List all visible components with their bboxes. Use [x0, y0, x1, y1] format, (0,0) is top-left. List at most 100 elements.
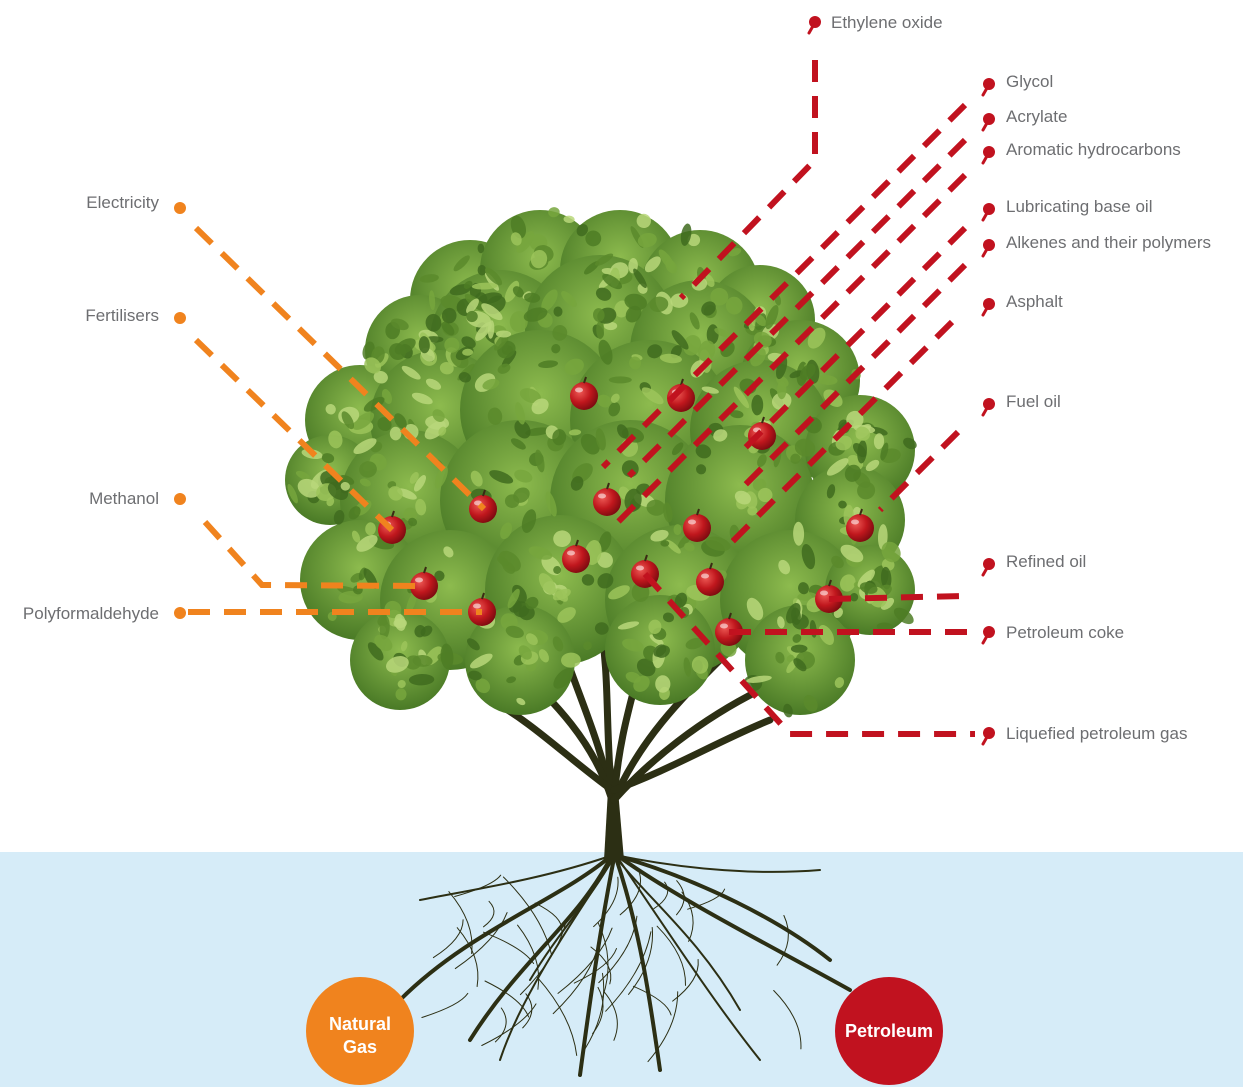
root-fiber — [776, 915, 789, 966]
leaf — [714, 328, 731, 338]
root-fiber — [519, 918, 568, 996]
leaf — [624, 488, 642, 512]
leaf — [406, 591, 417, 614]
oil-marker-tail — [807, 24, 815, 35]
leaf — [649, 296, 669, 313]
leaf — [524, 292, 541, 303]
leaf — [561, 652, 581, 668]
leaf — [673, 524, 682, 536]
leaf — [733, 386, 750, 409]
oil-marker-dot — [983, 239, 995, 251]
leaf — [505, 625, 524, 639]
leaf — [548, 207, 560, 218]
apple-highlight — [575, 387, 583, 393]
leaf — [434, 570, 445, 581]
leaf — [514, 420, 531, 439]
apple-stem — [583, 376, 587, 384]
apple-stem — [709, 562, 713, 570]
leaf — [425, 313, 442, 332]
leaf — [792, 634, 802, 643]
leaf — [859, 582, 878, 594]
leaf — [765, 305, 779, 330]
apple-body — [846, 514, 874, 542]
leaf — [880, 442, 889, 461]
leaf — [388, 486, 403, 501]
leaf — [655, 675, 671, 693]
leaf — [509, 311, 528, 333]
root-fiber — [593, 876, 619, 928]
leaf — [846, 410, 864, 429]
leaf — [602, 273, 623, 290]
leaf — [367, 642, 384, 661]
oil-connector — [828, 593, 963, 602]
leaf — [443, 546, 454, 558]
root-fiber — [502, 876, 553, 956]
leaf — [840, 544, 864, 563]
leaf — [807, 327, 826, 349]
leaf — [637, 232, 657, 248]
leaf — [475, 678, 491, 694]
leaf — [557, 607, 576, 623]
leaf — [570, 476, 584, 491]
leaf — [438, 426, 447, 436]
leaf — [514, 469, 533, 483]
root-fiber — [456, 927, 479, 987]
leaf — [461, 336, 476, 349]
leaf — [453, 255, 470, 272]
leaf — [734, 490, 751, 505]
leaf — [414, 625, 426, 638]
leaf — [838, 500, 847, 509]
leaf — [382, 389, 392, 404]
oil-marker-tail — [981, 735, 989, 746]
oil-marker-dot — [983, 113, 995, 125]
leaf — [648, 619, 662, 634]
apple-body — [748, 422, 776, 450]
product-label-methanol: Methanol — [89, 489, 159, 508]
leaf — [348, 506, 361, 520]
leaf — [752, 478, 767, 492]
oil-connector — [600, 102, 968, 470]
leaf — [545, 491, 557, 517]
oil-marker-tail — [981, 121, 989, 132]
leaf — [798, 582, 809, 595]
leaf — [701, 386, 719, 394]
oil-marker-dot — [983, 78, 995, 90]
root-fiber — [573, 948, 617, 984]
oil-marker — [807, 16, 821, 35]
leaf — [835, 435, 853, 451]
leaf — [418, 336, 430, 354]
apple-stem — [423, 566, 427, 574]
leaf — [583, 641, 592, 651]
product-label-refined-oil: Refined oil — [1006, 552, 1086, 571]
leaf — [757, 487, 773, 503]
root-fiber — [432, 919, 464, 959]
oil-marker — [981, 558, 995, 577]
leaf — [507, 588, 520, 609]
leaf — [647, 344, 663, 359]
oil-marker — [981, 398, 995, 417]
leaf — [390, 318, 409, 331]
oil-marker-dot — [809, 16, 821, 28]
leaf — [598, 339, 613, 365]
leaf — [778, 559, 791, 575]
apple-stem — [644, 554, 648, 562]
root-fiber — [605, 931, 652, 1012]
product-label-petroleum-coke: Petroleum coke — [1006, 623, 1124, 642]
leaf — [466, 298, 479, 314]
root-fiber — [517, 924, 540, 990]
apple-highlight — [851, 519, 859, 525]
leaf — [538, 649, 549, 663]
oil-marker-tail — [981, 247, 989, 258]
leaf — [462, 348, 474, 356]
product-label-glycol: Glycol — [1006, 72, 1053, 91]
leaf — [880, 566, 892, 590]
leaf — [698, 340, 716, 362]
root-fiber — [454, 874, 502, 897]
product-label-asphalt: Asphalt — [1006, 292, 1063, 311]
leaf — [408, 517, 418, 527]
leaf — [510, 232, 522, 246]
oil-marker — [981, 113, 995, 132]
root-fiber — [647, 991, 679, 1063]
leaf — [364, 357, 381, 374]
root-fiber — [598, 915, 638, 984]
